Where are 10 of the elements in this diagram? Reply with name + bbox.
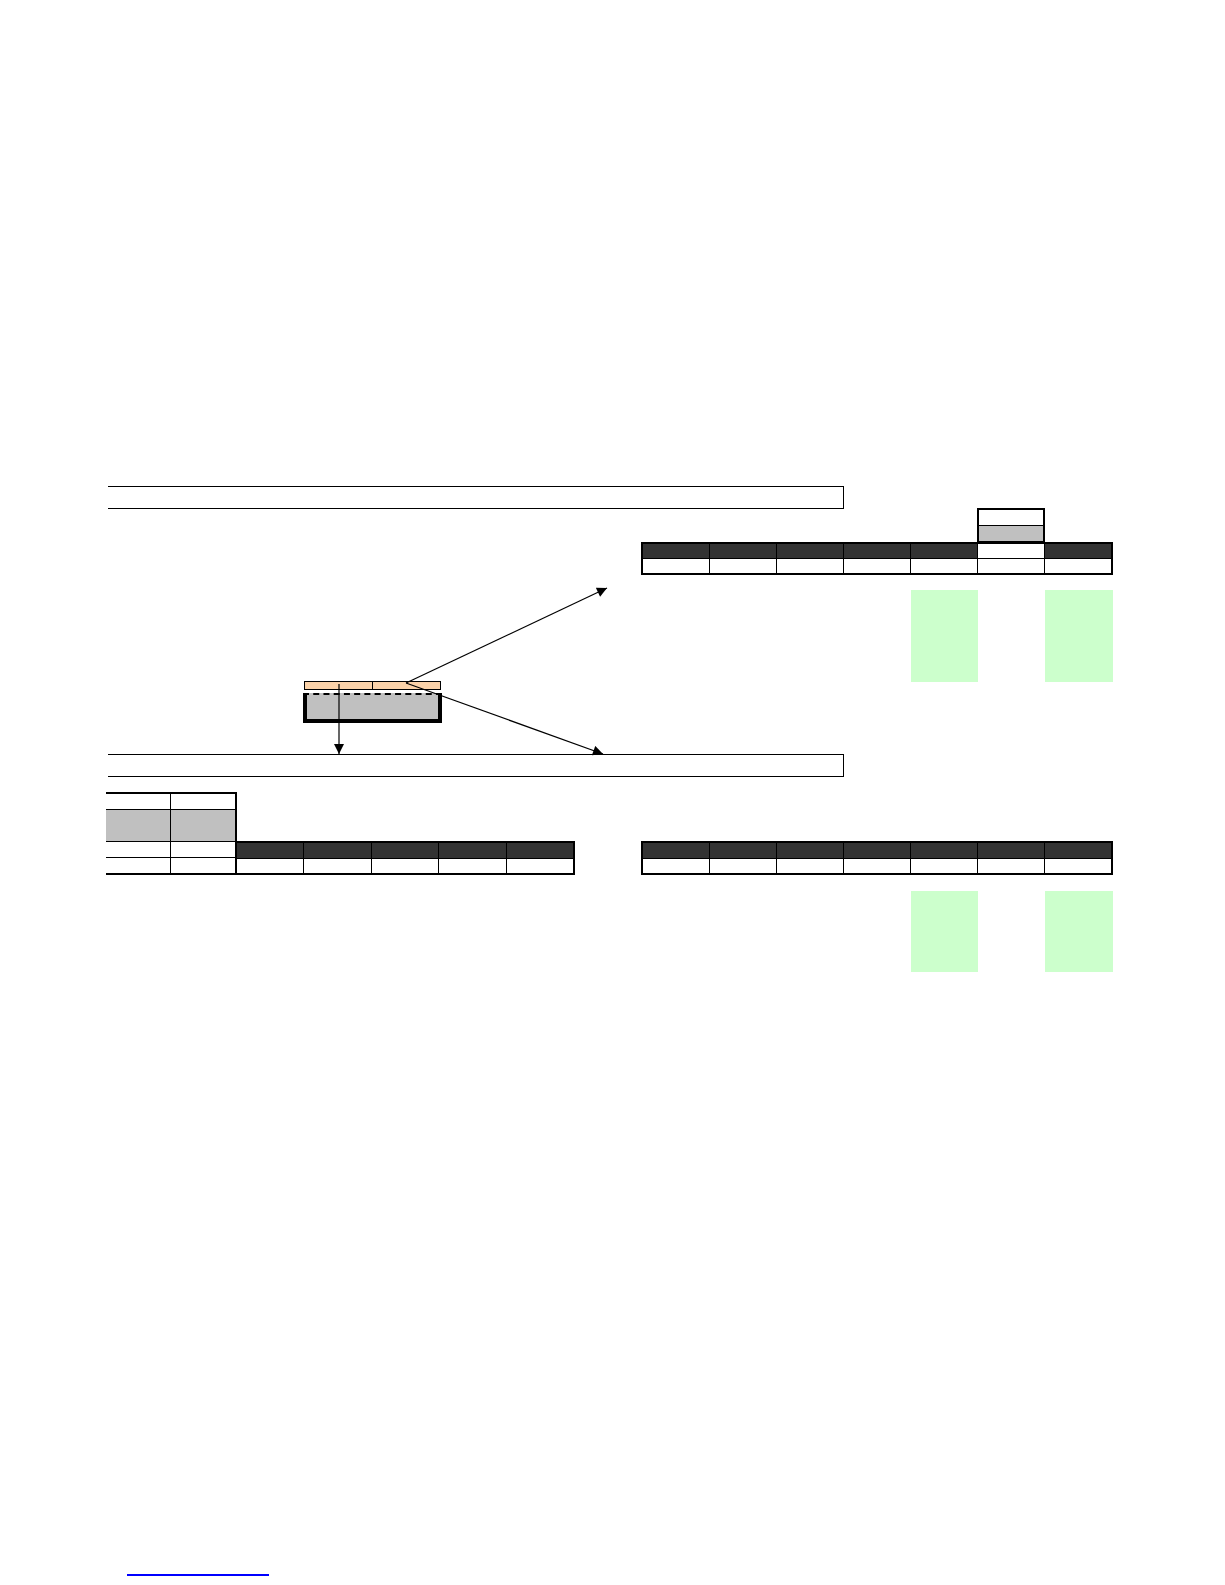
empty-bar [108, 754, 844, 777]
shaded-block [911, 590, 978, 682]
arrow [405, 587, 608, 684]
arrow [334, 683, 344, 755]
empty-bar [108, 486, 844, 509]
empty-card [303, 681, 442, 723]
arrow [405, 682, 604, 756]
shaded-block [1045, 891, 1113, 972]
shaded-block [911, 891, 978, 972]
shaded-block [1045, 590, 1113, 682]
